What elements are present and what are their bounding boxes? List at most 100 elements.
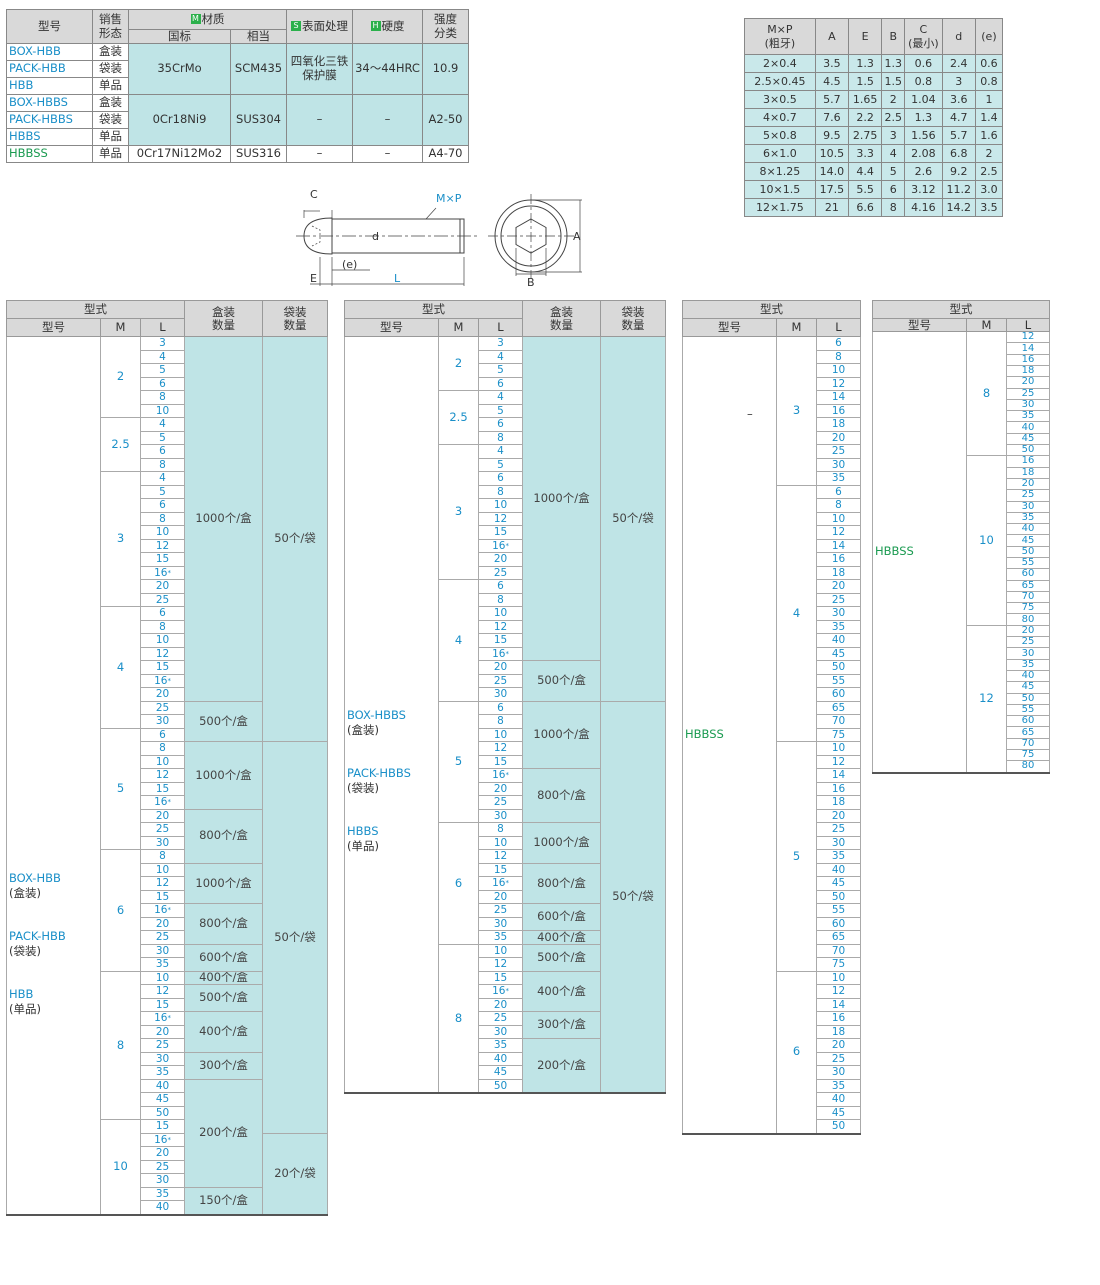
list-row: 16* — [7, 565, 328, 580]
l-value: 18 — [816, 1024, 861, 1039]
model-code: PACK-HBB — [6, 60, 93, 78]
asterisk-mark: * — [167, 1135, 171, 1144]
m-value: 6 — [100, 849, 141, 972]
l-value: 25 — [140, 1159, 185, 1174]
sales-form: 盒装 — [92, 43, 129, 61]
l-value: 60 — [1006, 568, 1050, 581]
material-surface: – — [286, 94, 353, 146]
dim-cell: 2×0.4 — [744, 54, 816, 73]
l-value: 12 — [816, 754, 861, 769]
l-value: 14 — [816, 997, 861, 1012]
m-value: 2.5 — [438, 390, 479, 445]
l-value: 14 — [816, 538, 861, 553]
model-code: BOX-HBB — [9, 870, 61, 885]
l-value: 70 — [816, 943, 861, 958]
list-row: 5 — [345, 363, 666, 378]
l-value: 30 — [140, 714, 185, 729]
dim-cell: 2 — [974, 144, 1004, 163]
m-value: 8 — [966, 331, 1007, 457]
model-code: HBBS — [6, 128, 93, 146]
l-value: 50 — [816, 889, 861, 904]
header-type: 型式 — [6, 300, 185, 319]
l-value: 15 — [140, 889, 185, 904]
l-value: 15 — [140, 660, 185, 675]
dim-cell: 9.5 — [814, 126, 850, 145]
l-value: 50 — [140, 1105, 185, 1120]
box-qty-cell: 400个/盒 — [184, 970, 263, 985]
dim-cell: 3.5 — [974, 198, 1004, 217]
header-material-std: 国标 — [128, 29, 231, 44]
list-row: 12 — [683, 376, 861, 391]
l-value: 15 — [478, 633, 523, 648]
box-qty-cell: 1000个/盒 — [522, 700, 601, 769]
l-value: 25 — [816, 1051, 861, 1066]
dim-cell: 12×1.75 — [744, 198, 816, 217]
list-row: 5 — [7, 430, 328, 445]
dim-cell: 3.6 — [941, 90, 976, 109]
l-value: 65 — [816, 700, 861, 715]
dim-cell: 1.5 — [881, 72, 906, 91]
m-value: 5 — [100, 727, 141, 850]
l-value: 5 — [478, 457, 523, 472]
m-value: 2 — [100, 336, 141, 418]
l-value: 6 — [140, 727, 185, 742]
list-row: 50 — [345, 1078, 666, 1094]
dim-cell: 4.4 — [848, 162, 883, 181]
l-value: 30 — [478, 916, 523, 931]
material-std: 0Cr17Ni12Mo2 — [128, 145, 231, 163]
header-model: 型号 — [344, 318, 439, 337]
l-value: 15 — [478, 525, 523, 540]
material-equiv: SCM435 — [230, 43, 287, 95]
l-value: 80 — [1006, 613, 1050, 626]
l-value: 5 — [478, 363, 523, 378]
l-value: 20 — [1006, 376, 1050, 389]
box-qty-cell: 500个/盒 — [522, 943, 601, 972]
sales-form: 单品 — [92, 128, 129, 146]
list-row: 5 — [345, 457, 666, 472]
header-box-qty: 盒装 数量 — [184, 300, 263, 337]
l-value: 4 — [478, 390, 523, 405]
l-value: 20 — [140, 1146, 185, 1161]
bag-qty-cell: 50个/袋 — [262, 336, 328, 742]
dim-header: C (最小) — [904, 18, 943, 55]
box-qty-cell: 1000个/盒 — [184, 862, 263, 904]
l-value: 30 — [1006, 647, 1050, 660]
asterisk-mark: * — [167, 568, 171, 577]
dim-cell: 0.6 — [904, 54, 943, 73]
asterisk-mark: * — [505, 649, 509, 658]
dim-cell: 1.6 — [974, 126, 1004, 145]
dim-cell: 2.75 — [848, 126, 883, 145]
l-value: 12 — [478, 957, 523, 972]
model-form: (盒装) — [9, 885, 41, 900]
box-qty-cell: 800个/盒 — [522, 768, 601, 823]
l-value: 15 — [478, 754, 523, 769]
l-value: 25 — [1006, 636, 1050, 649]
m-value: 4 — [100, 606, 141, 729]
l-value: 30 — [1006, 500, 1050, 513]
list-row: 14 — [683, 997, 861, 1012]
l-value: 12 — [140, 646, 185, 661]
dim-cell: 1.04 — [904, 90, 943, 109]
list-row: 8 — [683, 498, 861, 513]
l-value: 35 — [816, 471, 861, 486]
l-value: 25 — [1006, 489, 1050, 502]
sales-form: 单品 — [92, 145, 129, 163]
l-value: 12 — [478, 619, 523, 634]
asterisk-mark: * — [505, 771, 509, 780]
l-value: 20 — [1006, 477, 1050, 491]
list-row: 16*400个/盒 — [7, 1011, 328, 1053]
l-value: 25 — [816, 444, 861, 459]
l-value: 10 — [816, 741, 861, 756]
list-row: 8 — [7, 390, 328, 405]
header-strength: 强度 分类 — [422, 9, 469, 44]
